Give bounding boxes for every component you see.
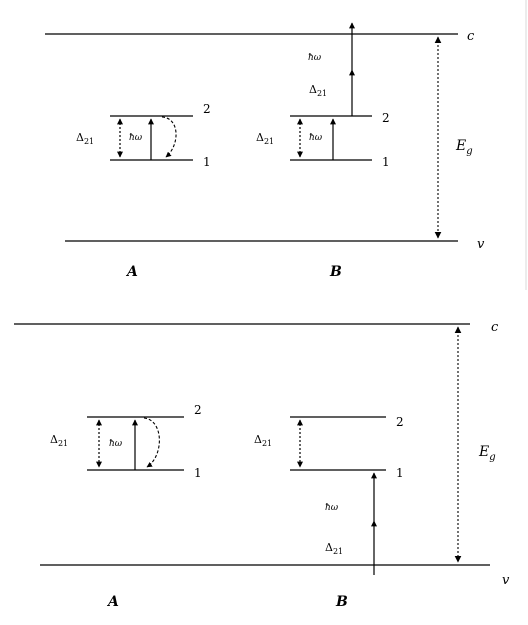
level-1-label: 1 (203, 155, 211, 169)
level-2-label: 2 (396, 415, 404, 429)
panel-b-label: B (335, 594, 348, 610)
valence-band-label: v (502, 573, 510, 588)
splitting-label: Δ21 (256, 131, 274, 146)
valence-band-label: v (477, 237, 485, 252)
relaxation-arrow (161, 116, 177, 158)
photon-label: ħω (309, 133, 323, 143)
relaxation-arrow (143, 417, 160, 468)
level-1-label: 1 (382, 155, 390, 169)
splitting-label: Δ21 (76, 131, 94, 146)
level-1-label: 1 (396, 466, 404, 480)
lower-splitting-label: Δ21 (325, 541, 343, 556)
upper-splitting-label: Δ21 (309, 83, 327, 98)
system-a: 2 1 Δ21 ħω (50, 403, 202, 480)
system-b: 2 1 Δ21 ħω ħω Δ21 (256, 22, 390, 169)
band-gap-label: Eg (455, 138, 473, 157)
system-a: 2 1 Δ21 ħω (76, 102, 211, 169)
panel-a-label: A (125, 264, 138, 280)
band-gap-label: Eg (478, 444, 496, 463)
conduction-band-label: c (491, 320, 499, 335)
level-2-label: 2 (194, 403, 202, 417)
system-b: 2 1 Δ21 ħω Δ21 (254, 415, 404, 575)
splitting-label: Δ21 (254, 433, 272, 448)
level-2-label: 2 (382, 111, 390, 125)
photon-label: ħω (129, 133, 143, 143)
level-1-label: 1 (194, 466, 202, 480)
top-panel: c v Eg 2 1 Δ21 ħω 2 1 Δ21 ħω (45, 22, 485, 280)
panel-a-label: A (106, 594, 119, 610)
upper-photon-label: ħω (308, 53, 322, 63)
splitting-label: Δ21 (50, 433, 68, 448)
panel-b-label: B (329, 264, 342, 280)
photon-label: ħω (109, 439, 123, 449)
lower-photon-label: ħω (325, 503, 339, 513)
bottom-panel: c v Eg 2 1 Δ21 ħω 2 1 Δ21 ħω (14, 320, 510, 610)
conduction-band-label: c (467, 29, 475, 44)
level-2-label: 2 (203, 102, 211, 116)
